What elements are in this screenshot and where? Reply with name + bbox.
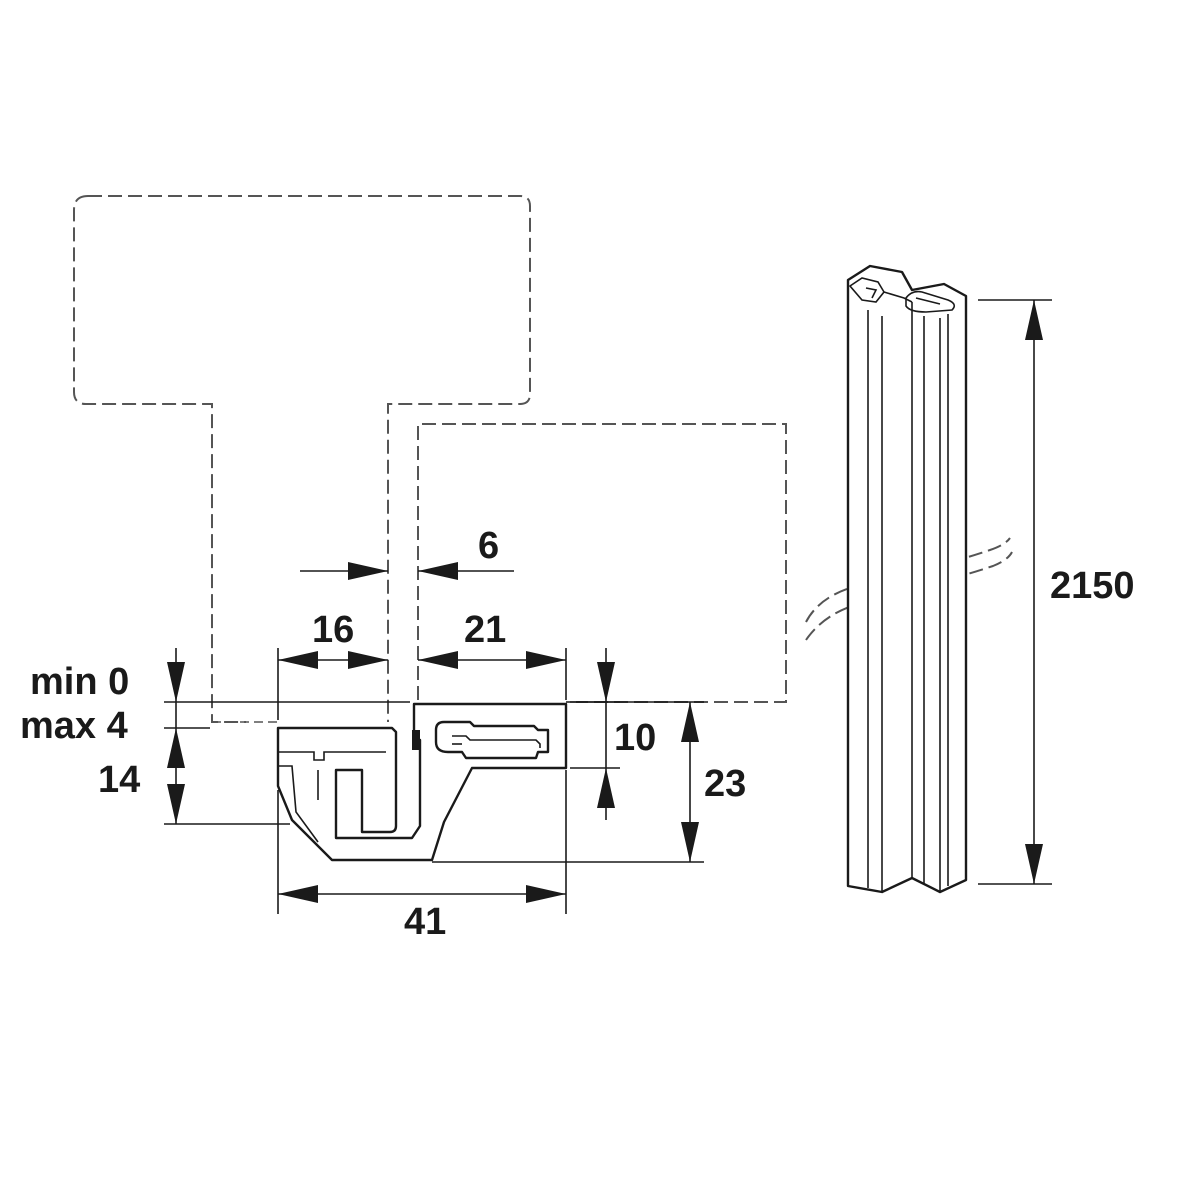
dimension-10 [570,648,620,820]
label-right-offset: 21 [464,609,506,651]
label-width-total: 41 [404,901,446,943]
label-max: max 4 [20,705,128,747]
dimension-21 [418,648,567,700]
label-length: 2150 [1050,565,1135,607]
left-door-outline [73,195,531,723]
profile-cross-section [276,702,568,862]
dimension-14 [164,648,410,825]
label-min: min 0 [30,661,129,703]
dimension-2150 [978,299,1052,885]
dimension-16 [277,648,388,720]
dimension-41 [277,770,567,914]
dimension-6 [300,562,514,580]
label-height-total: 23 [704,763,746,805]
label-height-left: 14 [98,759,140,801]
profile-rail-3d [846,264,968,894]
dimension-23 [432,701,704,863]
label-left-offset: 16 [312,609,354,651]
right-door-outline [417,423,787,720]
label-gap: 6 [478,525,499,567]
label-height-inner: 10 [614,717,656,759]
